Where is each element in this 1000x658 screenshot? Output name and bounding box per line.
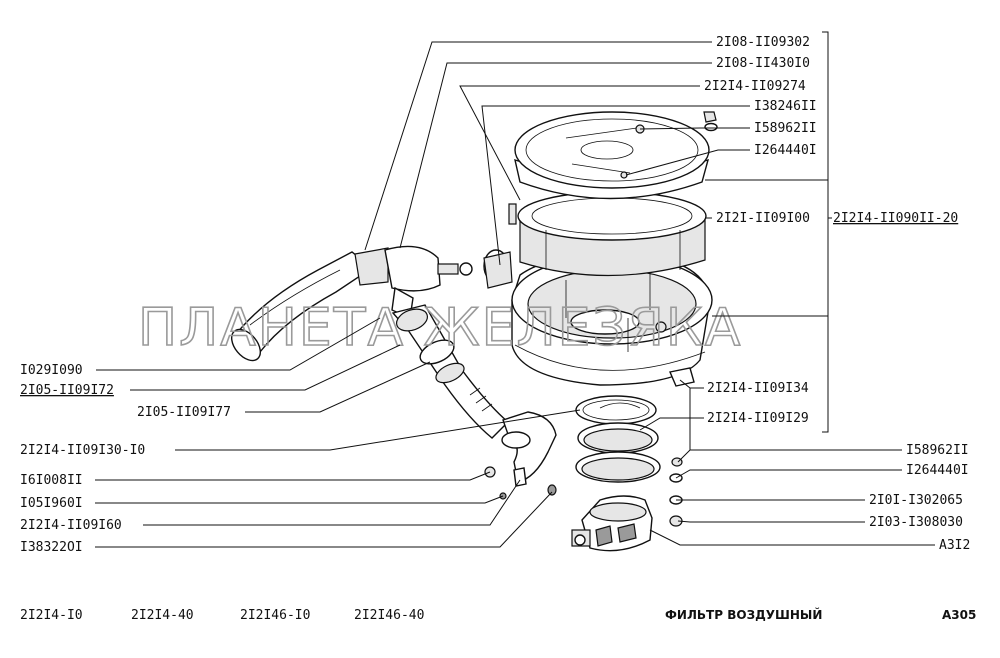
warm-air-shroud [484, 411, 557, 500]
label-2I2I4-II09I34: 2I2I4-II09I34 [707, 381, 809, 396]
leader-lines [95, 31, 935, 548]
label-I6I008II: I6I008II [20, 473, 83, 488]
label-2I03-I308030: 2I03-I308030 [869, 515, 963, 530]
footer-page-code: A305 [942, 608, 976, 622]
footer-model-4: 2I2I46-40 [354, 608, 424, 623]
housing-center-hole [570, 309, 640, 335]
label-I58962II-bottom: I58962II [906, 443, 969, 458]
label-2I05-II09I72: 2I05-II09I72 [20, 383, 114, 398]
label-I264440I-bottom: I264440I [906, 463, 969, 478]
label-assembly-2I2I4-II090II-20: 2I2I4-II090II-20 [833, 211, 958, 226]
fasteners-right [669, 457, 683, 527]
footer: 2I2I4-I0 2I2I4-40 2I2I46-I0 2I2I46-40 ФИ… [20, 607, 976, 623]
label-I38322OI: I38322OI [20, 540, 83, 555]
label-2I2I4-II09I30-I0: 2I2I4-II09I30-I0 [20, 443, 145, 458]
label-I38246II: I38246II [754, 99, 817, 114]
label-2I2I4-II09274: 2I2I4-II09274 [704, 79, 806, 94]
label-2I08-II430I0: 2I08-II430I0 [716, 56, 810, 71]
intake-hose [230, 245, 473, 362]
footer-model-2: 2I2I4-40 [131, 608, 194, 623]
gaskets [575, 395, 661, 483]
label-I029I090: I029I090 [20, 363, 83, 378]
label-I264440I-top: I264440I [754, 143, 817, 158]
labels-left: I029I090 2I05-II09I72 2I05-II09I77 2I2I4… [20, 363, 231, 555]
label-I58962II-top: I58962II [754, 121, 817, 136]
label-2I2I4-II09I60: 2I2I4-II09I60 [20, 518, 122, 533]
corrugated-hose [391, 304, 510, 439]
label-2I0I-I302065: 2I0I-I302065 [869, 493, 963, 508]
labels-right: 2I08-II09302 2I08-II430I0 2I2I4-II09274 … [704, 35, 970, 553]
air-filter-assembly [483, 111, 718, 387]
watermark: ПЛАНЕТА ЖЕЛЕЗЯКА [138, 298, 742, 358]
label-2I2I-II09I00: 2I2I-II09I00 [716, 211, 810, 226]
label-2I08-II09302: 2I08-II09302 [716, 35, 810, 50]
label-2I05-II09I77: 2I05-II09I77 [137, 405, 231, 420]
carburetor [571, 495, 653, 552]
footer-model-1: 2I2I4-I0 [20, 608, 83, 623]
footer-model-3: 2I2I46-I0 [240, 608, 310, 623]
label-A3I2: A3I2 [939, 538, 970, 553]
label-I05I960I: I05I960I [20, 496, 83, 511]
label-2I2I4-II09I29: 2I2I4-II09I29 [707, 411, 809, 426]
footer-title: ФИЛЬТР ВОЗДУШНЫЙ [665, 607, 822, 622]
